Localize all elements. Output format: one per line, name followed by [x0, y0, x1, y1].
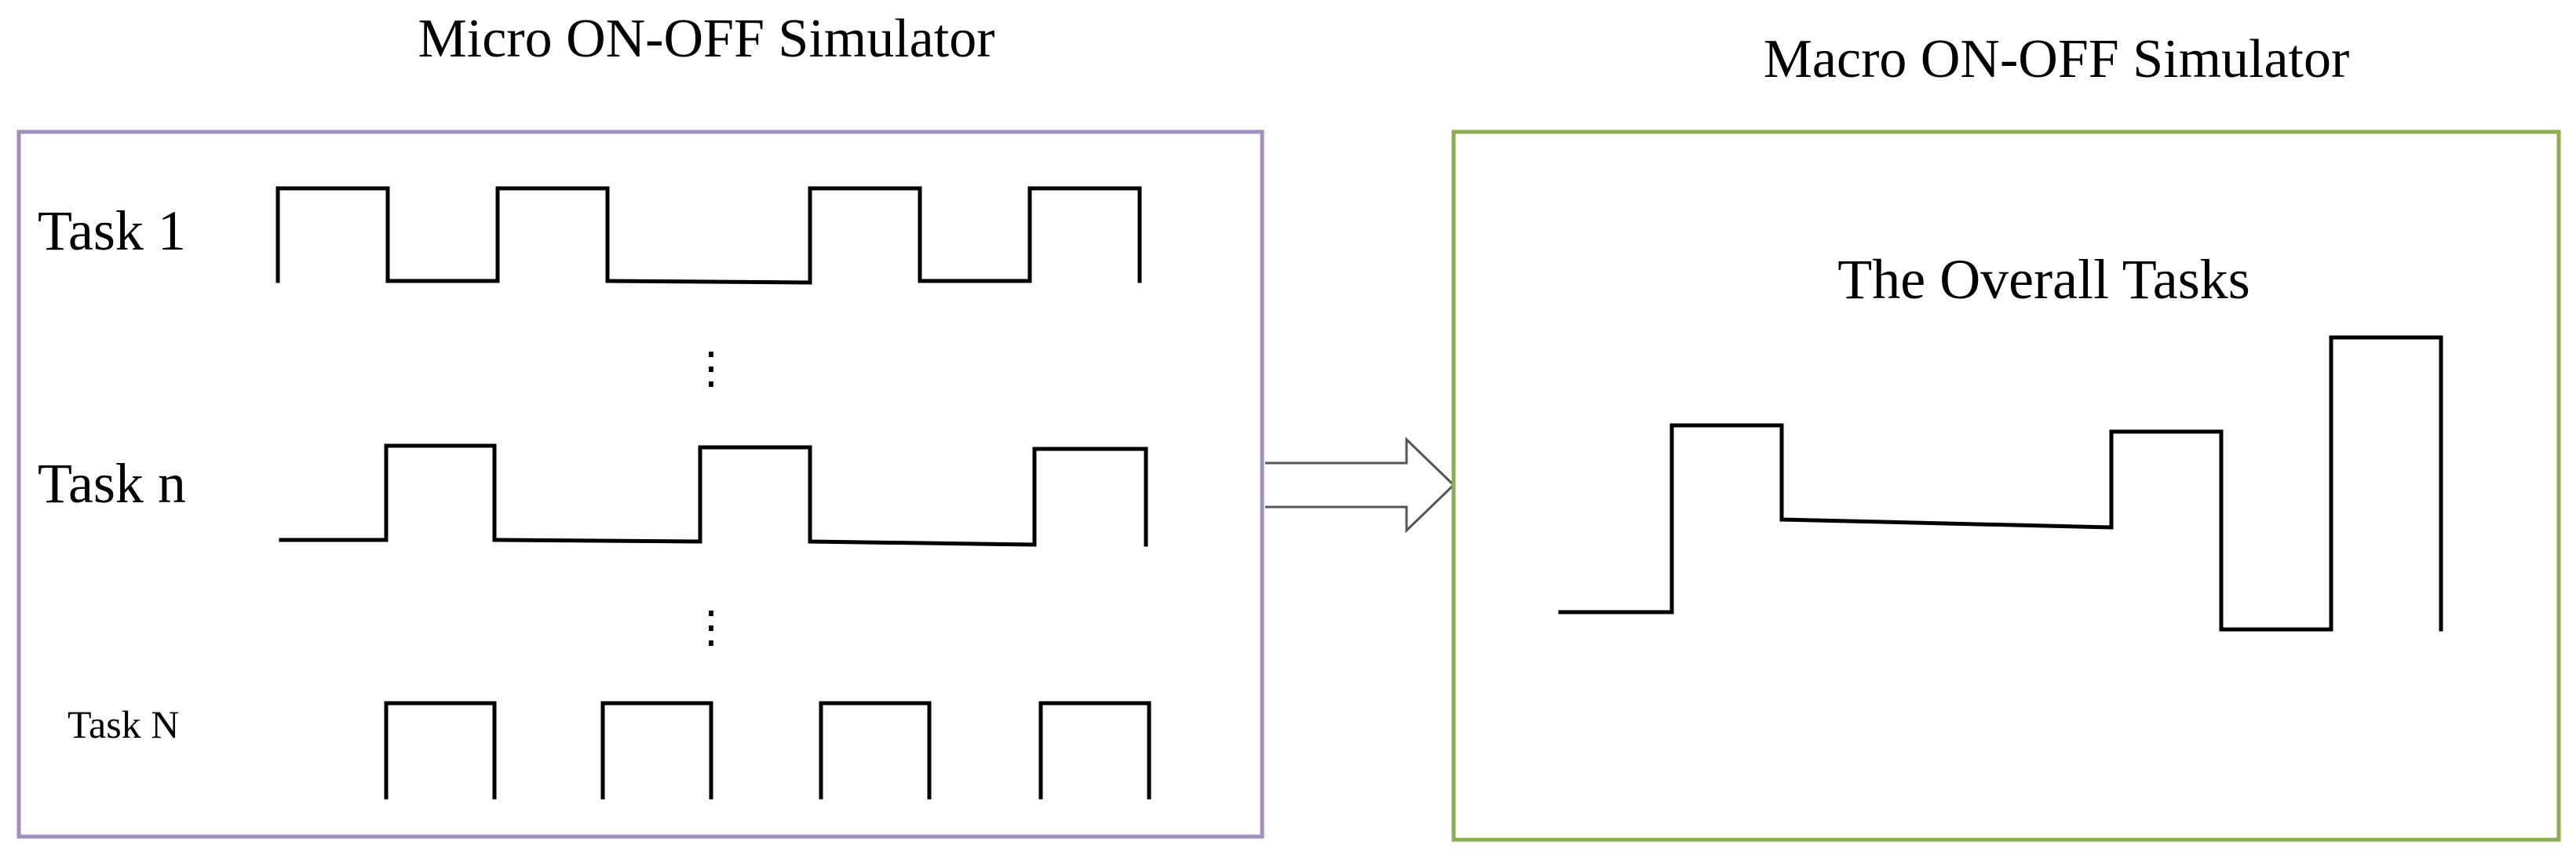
task-N-label: Task N — [68, 702, 179, 746]
micro-simulator-box — [16, 129, 1264, 839]
overall-tasks-waveform — [1558, 335, 2443, 632]
overall-tasks-label: The Overall Tasks — [1837, 248, 2249, 311]
ellipsis-2: ⋮ — [689, 604, 733, 652]
micro-simulator-title: Micro ON-OFF Simulator — [418, 9, 995, 69]
task-N-pulse-3 — [819, 701, 932, 800]
task-N-pulse-4 — [1038, 701, 1151, 800]
task-1-waveform — [275, 186, 1142, 285]
macro-simulator-title: Macro ON-OFF Simulator — [1764, 29, 2350, 89]
task-N-pulse-2 — [600, 701, 713, 800]
macro-simulator-box — [1451, 129, 2561, 842]
task-n-label: Task n — [38, 452, 186, 515]
right-arrow-icon — [1265, 436, 1456, 534]
task-n-waveform — [279, 443, 1148, 547]
task-1-label: Task 1 — [38, 199, 186, 262]
task-N-waveform — [384, 701, 1151, 800]
task-N-pulse-1 — [384, 701, 497, 800]
ellipsis-1: ⋮ — [689, 345, 733, 393]
